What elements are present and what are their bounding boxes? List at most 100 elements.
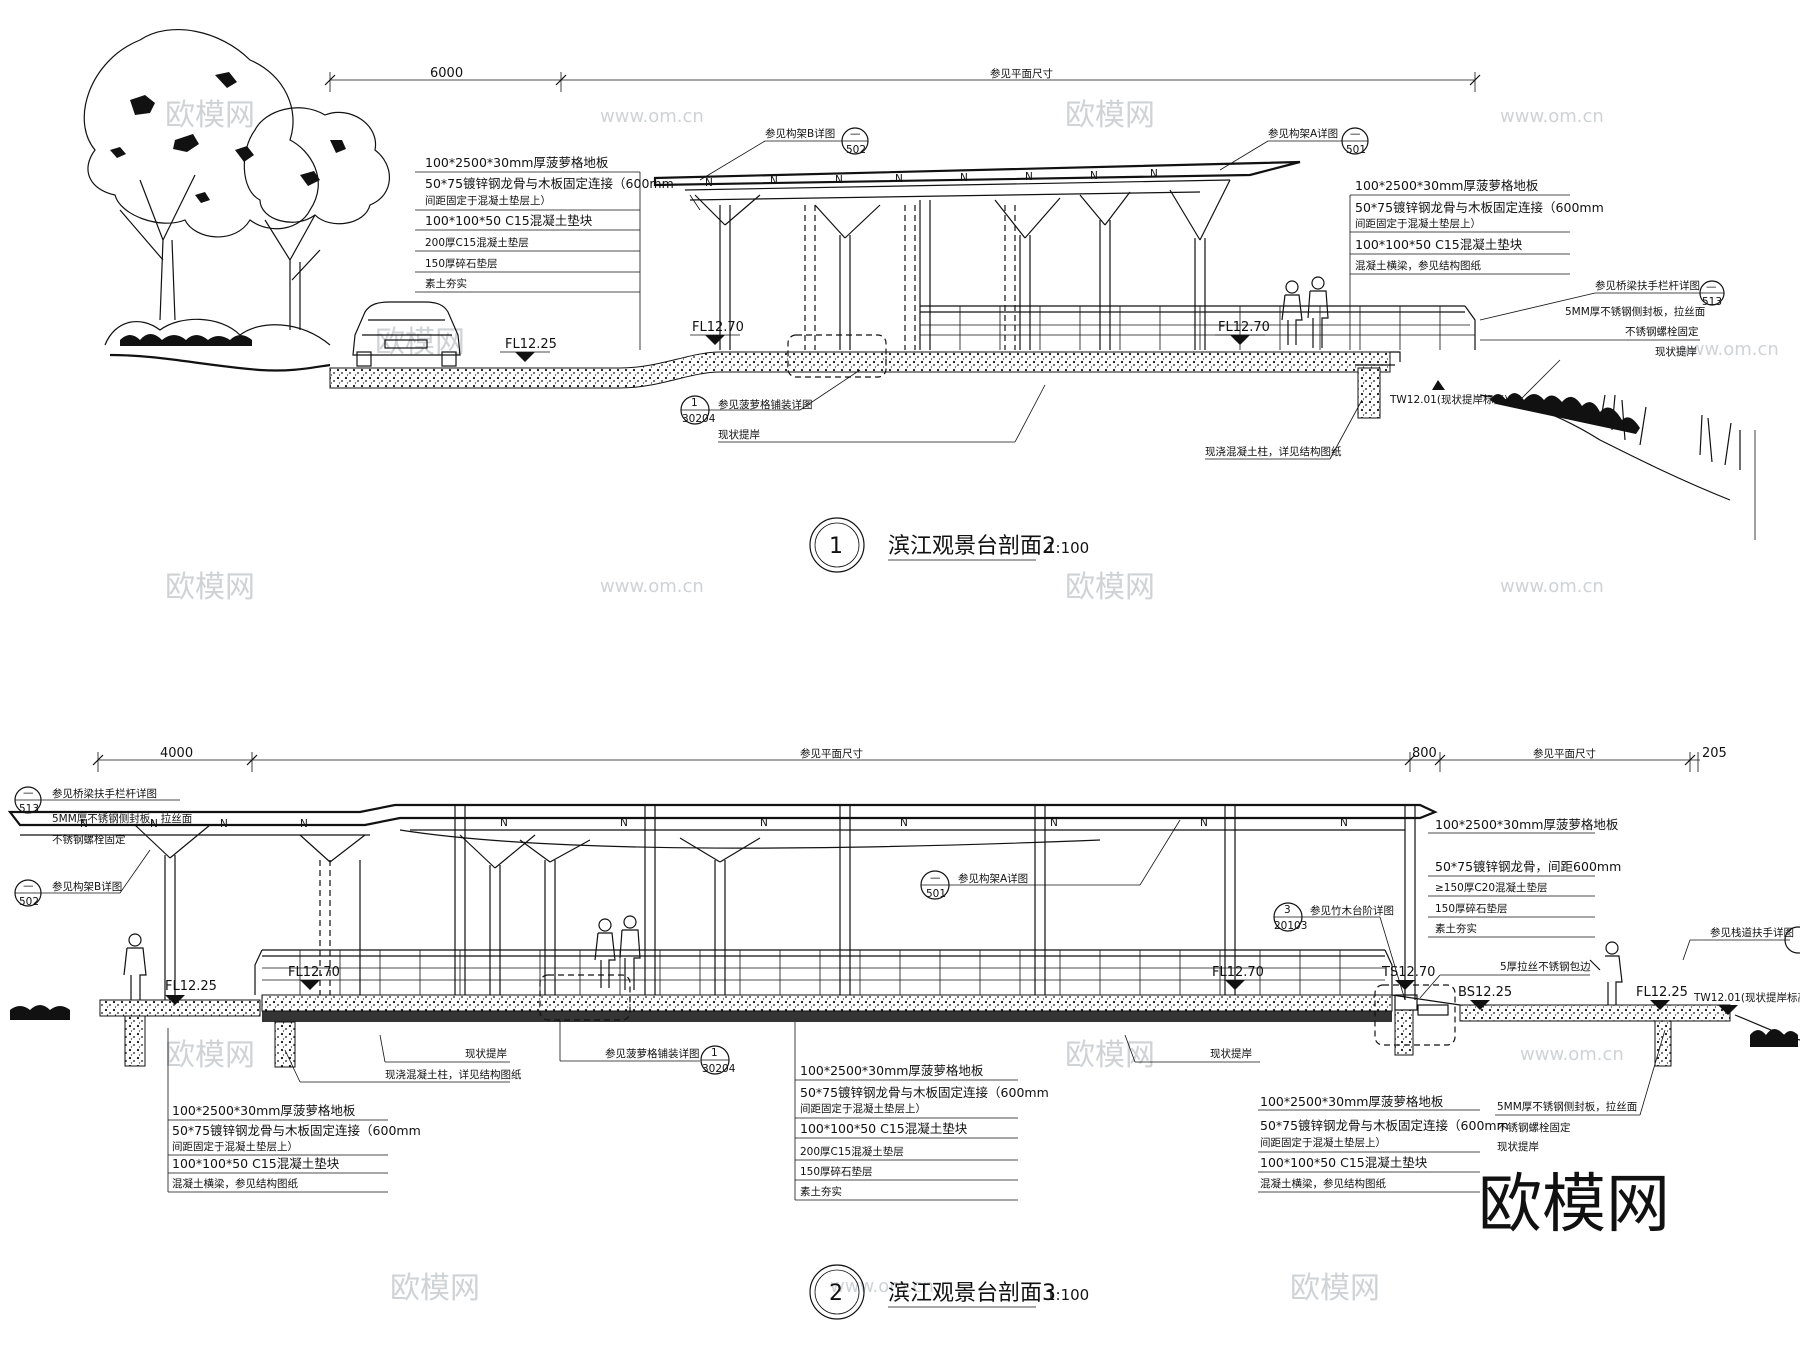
people-illustration <box>123 915 1623 1008</box>
note-6: 150厚碎石垫层 <box>425 257 498 270</box>
ref-b-num: 502 <box>19 896 39 908</box>
dimension-800: 800 <box>1412 746 1437 761</box>
ref-a-text: 参见构架A详图 <box>1268 127 1338 140</box>
side-note-2: 不锈钢螺栓固定 <box>1625 325 1699 338</box>
bank-vegetation <box>1479 393 1756 540</box>
bottom-center-notes: 100*2500*30mm厚菠萝格地板 50*75镀锌钢龙骨与木板固定连接（60… <box>794 1022 1049 1201</box>
note-7: 素土夯实 <box>425 277 467 290</box>
section-number: 1 <box>829 534 843 559</box>
note-4: 100*100*50 C15混凝土垫块 <box>425 213 593 228</box>
svg-text:N: N <box>300 818 308 830</box>
side-note-1: 5MM厚不锈钢侧封板，拉丝面 <box>1497 1100 1637 1113</box>
ref-b-text: 参见构架B详图 <box>765 127 835 140</box>
note-3: 间距固定于混凝土垫层上） <box>1355 217 1481 230</box>
svg-text:N: N <box>835 174 843 186</box>
note-1: 100*2500*30mm厚菠萝格地板 <box>1435 817 1619 832</box>
left-top-note-1: 5MM厚不锈钢侧封板，拉丝面 <box>52 812 192 825</box>
note-2: 50*75镀锌钢龙骨与木板固定连接（600mm <box>1355 200 1604 215</box>
watermark-brand: 欧模网 <box>1065 570 1155 605</box>
svg-text:N: N <box>1025 171 1033 183</box>
deck-pier <box>1355 351 1401 419</box>
dimension-line: 4000 参见平面尺寸 800 参见平面尺寸 205 <box>92 746 1727 772</box>
watermark-brand: 欧模网 <box>375 325 465 360</box>
svg-text:N: N <box>960 172 968 184</box>
side-notes: 参见桥梁扶手栏杆详图 — 513 5MM厚不锈钢侧封板，拉丝面 不锈钢螺栓固定 … <box>1479 279 1725 401</box>
side-note-3: 现状提岸 <box>1497 1140 1539 1153</box>
paving-ref-num: 30204 <box>702 1063 736 1075</box>
section-number: 2 <box>829 1281 843 1306</box>
level-fl1: FL12.25 <box>505 337 557 352</box>
section-title-text: 滨江观景台剖面3 <box>888 1281 1056 1306</box>
svg-text:N: N <box>620 817 628 829</box>
svg-text:N: N <box>80 818 88 830</box>
note-3: 间距固定于混凝土垫层上） <box>172 1140 298 1153</box>
svg-text:N: N <box>900 817 908 829</box>
ref-a-top: — <box>1350 128 1361 140</box>
level-fl1: FL12.25 <box>165 979 217 994</box>
note-1: 100*2500*30mm厚菠萝格地板 <box>1260 1094 1444 1109</box>
watermark-brand: 欧模网 <box>1290 1271 1380 1306</box>
walk-rail-ref-text: 参见栈道扶手详图 <box>1710 926 1794 939</box>
svg-text:N: N <box>1340 817 1348 829</box>
left-top-notes: — 513 参见桥梁扶手栏杆详图 5MM厚不锈钢侧封板，拉丝面 不锈钢螺栓固定 … <box>14 786 192 908</box>
paving-ref-top: 1 <box>711 1047 718 1059</box>
level-fl4: FL12.25 <box>1636 985 1688 1000</box>
watermark-site: www.om.cn <box>1520 1044 1624 1065</box>
watermark-brand: 欧模网 <box>1065 1038 1155 1073</box>
step-ref-text: 参见竹木台阶详图 <box>1310 904 1394 917</box>
section-title: 2 滨江观景台剖面3 1:100 <box>809 1264 1089 1320</box>
note-4: 100*100*50 C15混凝土垫块 <box>800 1121 968 1136</box>
watermark-brand: 欧模网 <box>1065 98 1155 133</box>
paving-ref-top: 1 <box>691 397 698 409</box>
svg-text:N: N <box>500 817 508 829</box>
level-fl3: FL12.70 <box>1218 320 1270 335</box>
level-tw: TW12.01(现状提岸标高) <box>1693 991 1800 1004</box>
note-4: 100*100*50 C15混凝土垫块 <box>1355 237 1523 252</box>
section-scale: 1:100 <box>1046 539 1089 557</box>
step-ref-num: 20103 <box>1274 920 1307 932</box>
tree-illustration <box>83 29 390 346</box>
bank-note-1: 现状提岸 <box>465 1047 507 1060</box>
section-title-text: 滨江观景台剖面2 <box>888 534 1056 559</box>
section-scale: 1:100 <box>1046 1286 1089 1304</box>
ref-a-text: 参见构架A详图 <box>958 872 1028 885</box>
bank-vegetation <box>10 1005 1800 1047</box>
side-notes: 5MM厚不锈钢侧封板，拉丝面 不锈钢螺栓固定 现状提岸 <box>1495 1029 1666 1153</box>
canopy-structure: N N N N N N N N N N N <box>7 803 1438 1000</box>
steel-note: 5厚拉丝不锈钢包边 <box>1500 960 1591 973</box>
column-note: 现浇混凝土柱，详见结构图纸 <box>385 1068 522 1081</box>
step-ref-top: 3 <box>1284 904 1291 916</box>
svg-text:N: N <box>760 817 768 829</box>
bank-note: 现状提岸 <box>718 428 760 441</box>
note-5: 混凝土横梁，参见结构图纸 <box>172 1177 298 1190</box>
dimension-6000: 6000 <box>430 66 463 81</box>
watermark-brand: 欧模网 <box>165 98 255 133</box>
note-2: 50*75镀锌钢龙骨与木板固定连接（600mm <box>800 1085 1049 1100</box>
watermark-site: www.om.cn <box>600 106 704 127</box>
svg-text:N: N <box>1200 817 1208 829</box>
section-1: 6000 参见平面尺寸 <box>83 29 1756 573</box>
svg-text:N: N <box>220 818 228 830</box>
note-5: 混凝土横梁，参见结构图纸 <box>1260 1177 1386 1190</box>
note-2: 50*75镀锌钢龙骨与木板固定连接（600mm <box>1260 1118 1509 1133</box>
watermarks: 欧模网 www.om.cn 欧模网 www.om.cn 欧模网 www.om.c… <box>165 98 1779 1306</box>
note-5: 素土夯实 <box>1435 922 1477 935</box>
level-tw: TW12.01(现状提岸标高) <box>1389 393 1508 406</box>
car-illustration <box>352 301 461 367</box>
dimension-plan-2: 参见平面尺寸 <box>1533 747 1596 760</box>
railing-posts <box>299 950 1341 995</box>
people-illustration <box>1281 276 1329 348</box>
left-notes: 100*2500*30mm厚菠萝格地板 50*75镀锌钢龙骨与木板固定连接（60… <box>415 155 674 350</box>
watermark-brand: 欧模网 <box>390 1271 480 1306</box>
dimension-4000: 4000 <box>160 746 193 761</box>
svg-text:N: N <box>770 175 778 187</box>
canopy-structure: N N N N N N N N <box>653 160 1301 350</box>
bottom-left-notes: 100*2500*30mm厚菠萝格地板 50*75镀锌钢龙骨与木板固定连接（60… <box>167 1028 421 1193</box>
bank-note-2: 现状提岸 <box>1210 1047 1252 1060</box>
note-5: 200厚C15混凝土垫层 <box>800 1145 904 1158</box>
level-fl2: FL12.70 <box>692 320 744 335</box>
handrail-ref-text: 参见桥梁扶手栏杆详图 <box>1595 279 1700 292</box>
canopy-columns <box>134 805 1416 1000</box>
ref-bubbles: 参见构架B详图 — 502 参见构架A详图 — 501 1 30204 参见菠萝… <box>680 127 1369 460</box>
railing <box>254 949 1393 995</box>
